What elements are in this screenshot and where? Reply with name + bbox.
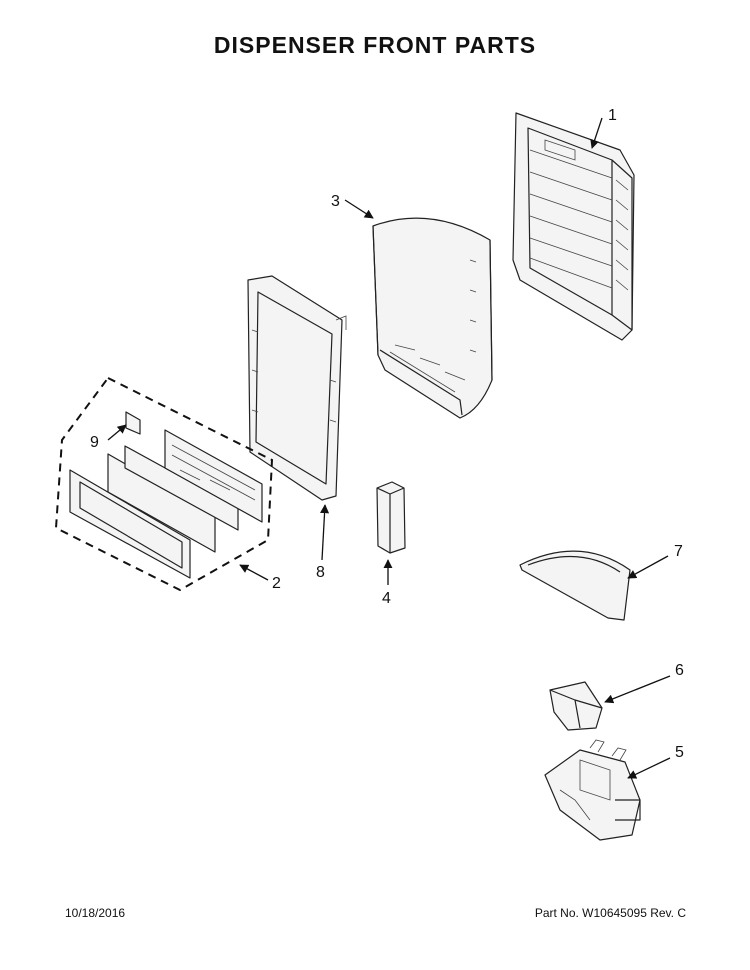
part-3-chute[interactable] (372, 217, 493, 419)
part-5-actuator[interactable] (544, 739, 641, 841)
callout-6: 6 (675, 662, 684, 679)
callout-8: 8 (316, 564, 325, 581)
part-6-paddle[interactable] (549, 681, 603, 731)
part-7-tray[interactable] (519, 550, 631, 621)
part-2-control-assembly[interactable] (54, 376, 274, 592)
callout-4: 4 (382, 590, 391, 607)
part-8-frame[interactable] (247, 275, 347, 501)
part-4-light-cover[interactable] (376, 481, 406, 554)
part-1-housing[interactable] (512, 112, 635, 341)
footer-date: 10/18/2016 (65, 906, 126, 920)
callout-1: 1 (608, 107, 617, 124)
footer-part-number: Part No. W10645095 Rev. C (534, 906, 686, 920)
page-title: DISPENSER FRONT PARTS (213, 32, 537, 58)
callout-7: 7 (674, 543, 683, 560)
callout-5: 5 (675, 744, 684, 761)
callout-3: 3 (331, 193, 340, 210)
callout-9: 9 (90, 434, 99, 451)
callout-2: 2 (272, 575, 281, 592)
leader-lines (107, 117, 671, 779)
